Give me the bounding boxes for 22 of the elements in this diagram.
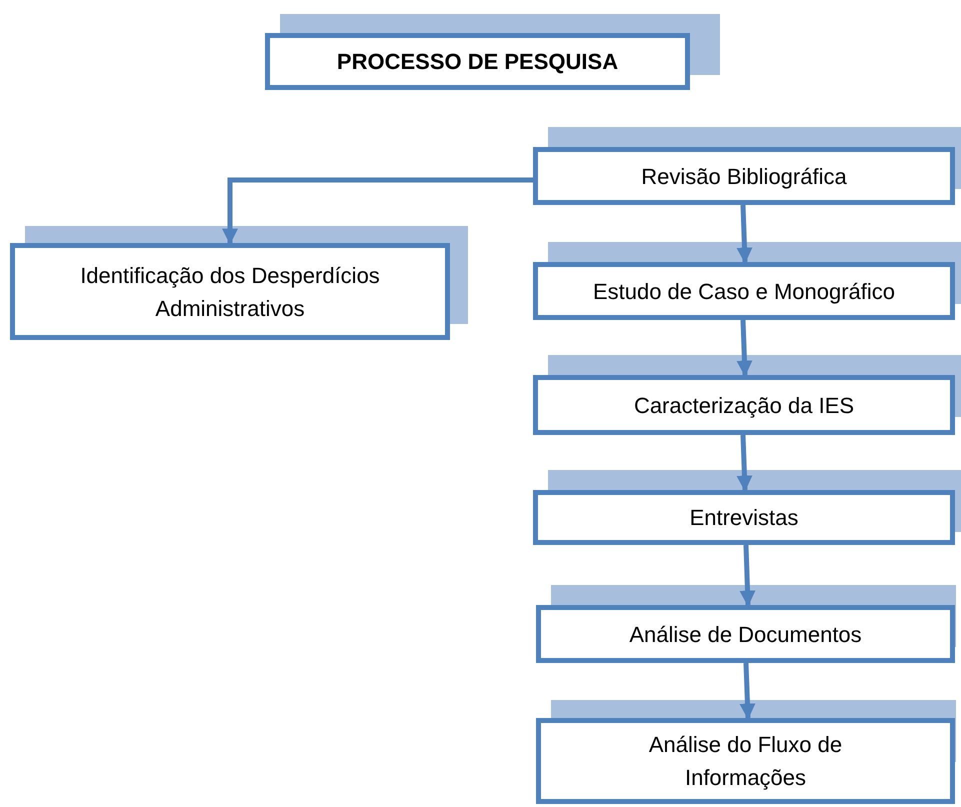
process-box — [533, 490, 955, 545]
box-label: Análise de Documentos — [628, 620, 863, 648]
box-label: Identificação dos Desperdícios Administrativos — [79, 262, 381, 322]
box-label: Estudo de Caso e Monográfico — [592, 278, 896, 306]
arrow — [736, 434, 752, 492]
box-label: Análise do Fluxo de Informações — [648, 731, 844, 792]
arrow — [739, 662, 756, 720]
box-label: Revisão Bibliográfica — [640, 162, 848, 191]
process-box — [533, 262, 955, 320]
process-box — [10, 243, 450, 340]
process-box — [536, 605, 955, 663]
process-box — [265, 33, 690, 90]
box-label: Caracterização da IES — [632, 392, 856, 420]
title: PROCESSO DE PESQUISA — [336, 48, 620, 76]
box-label: Entrevistas — [688, 504, 800, 532]
arrow — [736, 204, 752, 264]
arrow — [736, 320, 752, 377]
process-box — [533, 375, 955, 435]
process-box — [536, 718, 955, 804]
arrow — [740, 544, 756, 607]
arrow — [222, 178, 533, 245]
process-box — [533, 147, 955, 205]
